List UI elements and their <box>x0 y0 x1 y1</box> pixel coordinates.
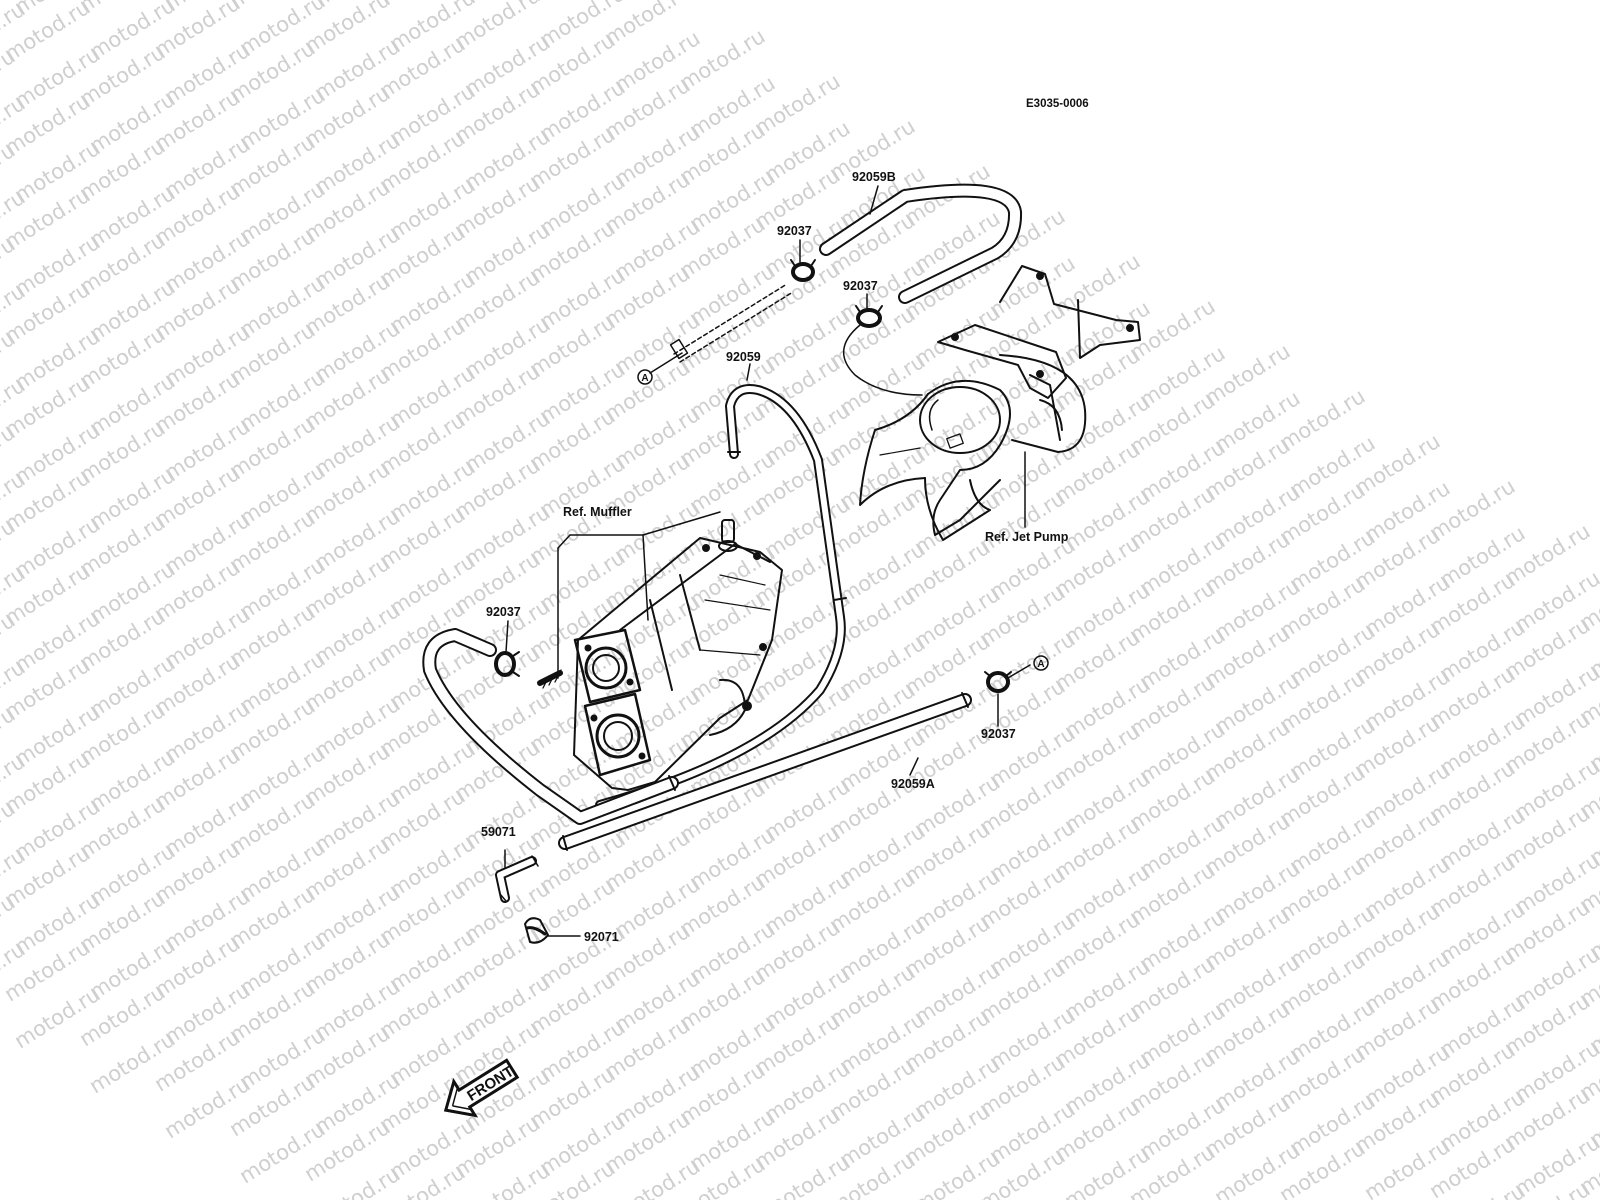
marker-a-right: A <box>1033 655 1049 671</box>
cap-92071 <box>524 917 549 944</box>
label-92059: 92059 <box>726 350 761 364</box>
muffler <box>537 519 783 791</box>
label-92059b: 92059B <box>852 170 896 184</box>
label-clamp-top: 92037 <box>777 224 812 238</box>
leader-92059a <box>909 757 919 776</box>
label-clamp-right: 92037 <box>981 727 1016 741</box>
leader-92059b <box>869 185 879 215</box>
label-92059a: 92059A <box>891 777 935 791</box>
label-59071: 59071 <box>481 825 516 839</box>
hose-92059b <box>819 183 1023 304</box>
hose-92059a <box>558 692 972 851</box>
clamp-top-icon <box>790 259 816 282</box>
label-ref-muffler: Ref. Muffler <box>563 505 632 519</box>
clamp-mid-icon <box>855 305 883 328</box>
label-ref-jet-pump: Ref. Jet Pump <box>985 530 1069 544</box>
svg-text:A: A <box>1037 659 1044 670</box>
clamp-right-icon <box>984 671 1012 693</box>
leader-a-right <box>1007 664 1031 679</box>
hose-92059 <box>595 384 847 810</box>
leader-muffler <box>557 511 721 679</box>
label-clamp-mid: 92037 <box>843 279 878 293</box>
label-clamp-left: 92037 <box>486 605 521 619</box>
dashed-pipe <box>649 283 794 374</box>
front-arrow-icon: FRONT <box>443 1058 520 1118</box>
thin-hose-jetpump <box>842 324 923 396</box>
jet-pump <box>859 265 1141 541</box>
svg-text:A: A <box>641 373 648 384</box>
clamp-left-icon <box>494 651 520 677</box>
label-92071: 92071 <box>584 930 619 944</box>
hose-left-loop <box>422 628 679 825</box>
fitting-59071 <box>495 855 539 903</box>
leader-clamp-left <box>505 620 509 653</box>
marker-a-left: A <box>637 369 653 385</box>
diagram-code: E3035-0006 <box>1026 98 1089 110</box>
leader-92059 <box>746 363 751 381</box>
